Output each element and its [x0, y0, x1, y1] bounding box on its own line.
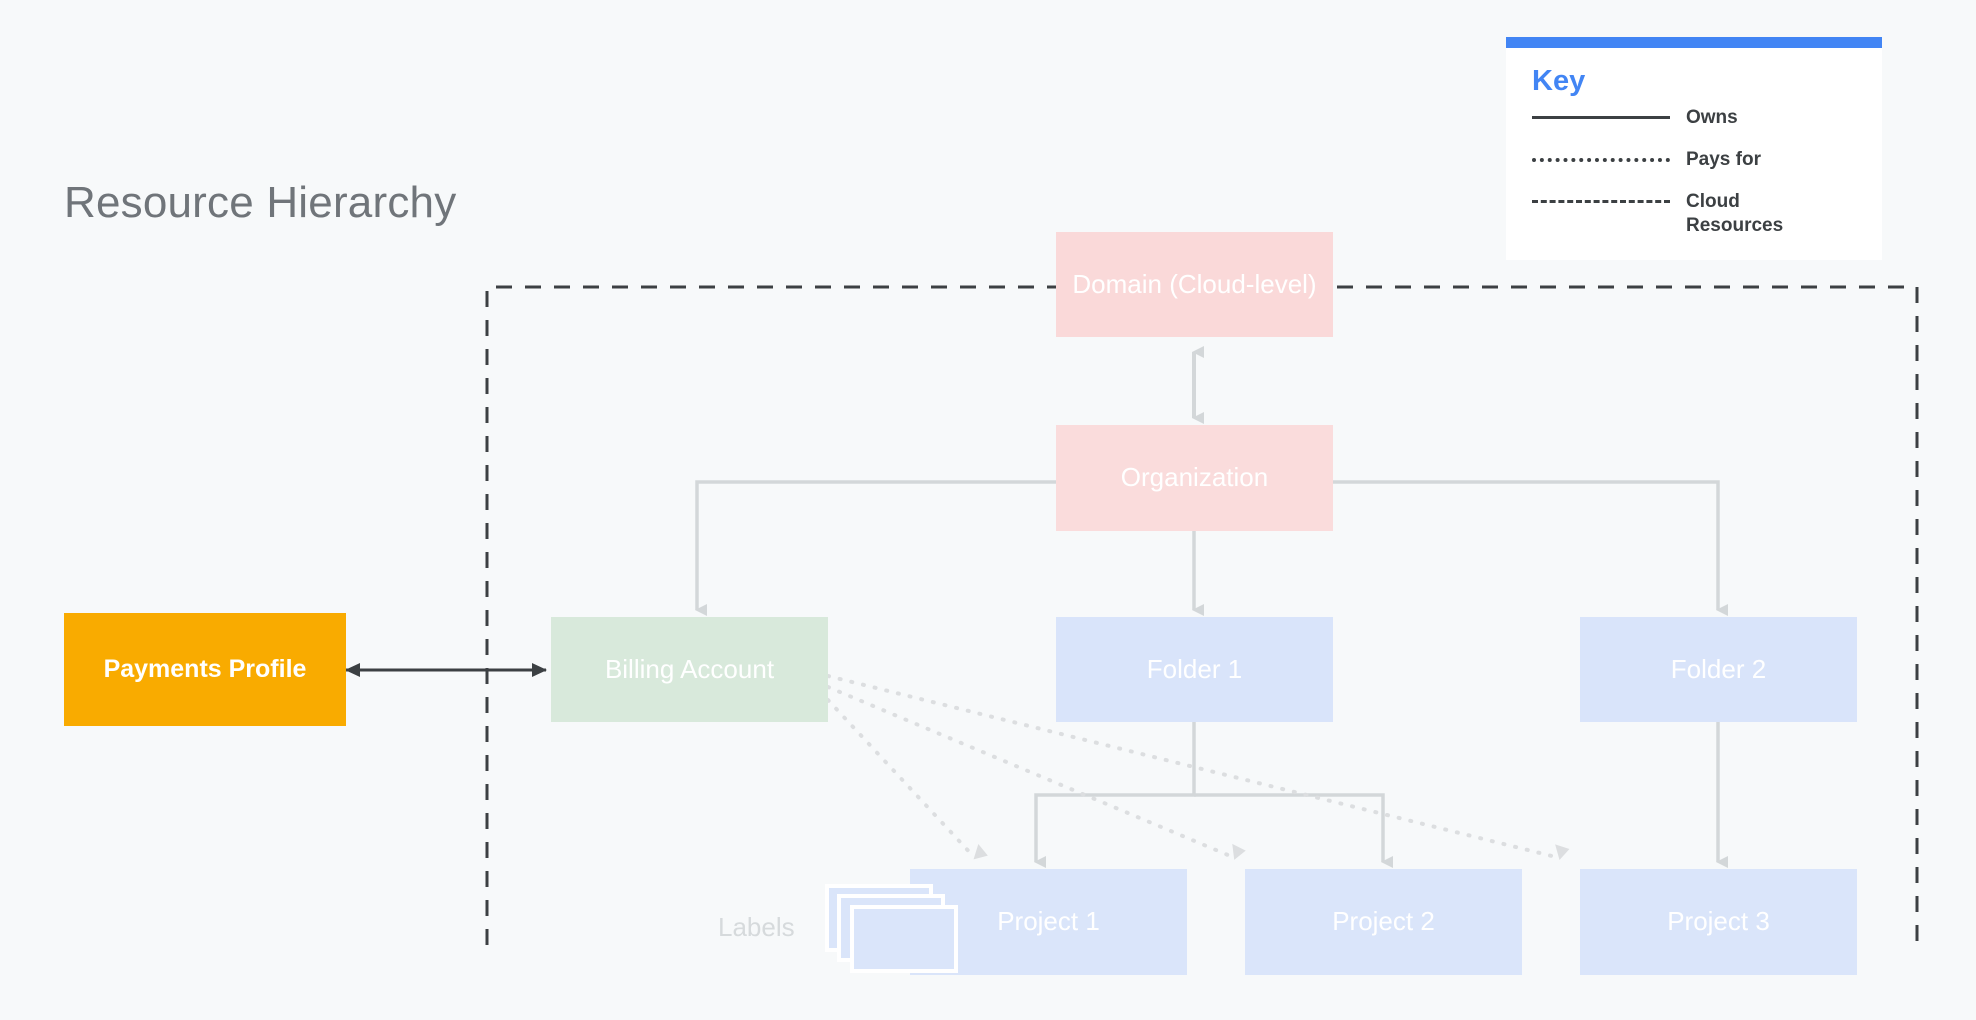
- edge-billing-project1: [826, 698, 988, 860]
- key-accent-bar: [1506, 37, 1882, 48]
- key-sample-dotted-line-icon: [1532, 148, 1672, 170]
- key-body: Key Owns Pays for Cloud Resources: [1506, 48, 1882, 260]
- node-domain-label: Domain (Cloud-level): [1072, 268, 1317, 299]
- node-organization-label: Organization: [1120, 462, 1269, 493]
- node-folder-2-label: Folder 2: [1670, 653, 1767, 684]
- node-project-3-label: Project 3: [1667, 906, 1770, 937]
- page-title: Resource Hierarchy: [64, 178, 457, 227]
- labels-annotation-label: Labels: [718, 912, 795, 942]
- node-payments-profile[interactable]: Payments Profile: [64, 613, 346, 726]
- key-entry-pays-for: Pays for: [1532, 148, 1860, 178]
- key-entry-owns-label: Owns: [1686, 107, 1738, 129]
- node-project-1-label: Project 1: [997, 906, 1100, 937]
- key-entry-pays-for-label: Pays for: [1686, 149, 1761, 171]
- node-domain[interactable]: Domain (Cloud-level): [1056, 232, 1333, 337]
- key-entry-owns: Owns: [1532, 106, 1860, 136]
- cloud-resources-boundary: [485, 285, 1919, 945]
- labels-card-front: [850, 905, 958, 973]
- node-folder-1[interactable]: Folder 1: [1056, 617, 1333, 722]
- key-title: Key: [1532, 65, 1586, 97]
- node-payments-profile-label: Payments Profile: [103, 655, 307, 683]
- labels-stack-icon: [825, 884, 960, 976]
- edge-folder1-project2: [1194, 793, 1393, 868]
- key-sample-solid-line-icon: [1532, 106, 1672, 128]
- node-project-3[interactable]: Project 3: [1580, 869, 1857, 975]
- node-organization[interactable]: Organization: [1056, 425, 1333, 531]
- key-entry-cloud-resources-label: Cloud Resources: [1686, 191, 1784, 237]
- node-folder-2[interactable]: Folder 2: [1580, 617, 1857, 722]
- edge-folder1-project1: [1034, 721, 1196, 868]
- key-sample-dashed-line-icon: [1532, 190, 1672, 212]
- key-entry-cloud-resources: Cloud Resources: [1532, 190, 1860, 238]
- node-billing-account-label: Billing Account: [604, 653, 775, 684]
- node-billing-account[interactable]: Billing Account: [551, 617, 828, 722]
- key-panel: Key Owns Pays for Cloud Resources: [1506, 37, 1882, 260]
- node-project-2[interactable]: Project 2: [1245, 869, 1522, 975]
- node-folder-1-label: Folder 1: [1146, 653, 1243, 684]
- node-project-2-label: Project 2: [1332, 906, 1435, 937]
